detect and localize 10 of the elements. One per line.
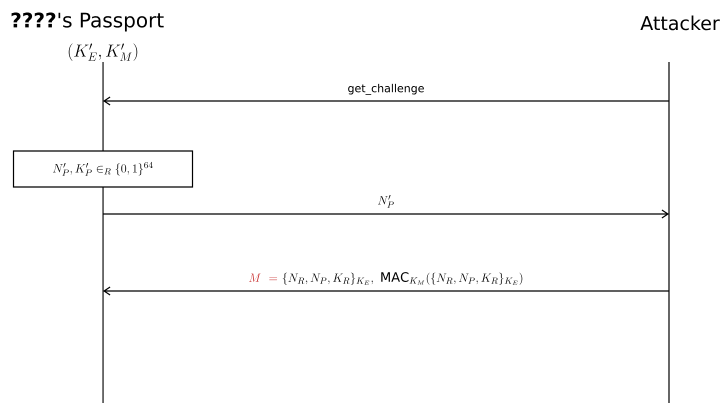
message-arrow xyxy=(103,286,669,296)
message-arrow xyxy=(103,96,669,106)
message-label: $N'_P$ xyxy=(378,195,394,208)
participant-name: ????'s Passport xyxy=(12,12,164,32)
key-formula: $(K'_E,K'_M)$ xyxy=(68,44,138,61)
process-box: $N'_P, K'_P \in_R \{0,1\}^{64}$ xyxy=(12,150,194,188)
message-arrow xyxy=(103,209,669,218)
message-label: ${\color[HTML]{C62828}M\ =}\ \{N_R, N_P, K_R\}_{K_E},\ \mathrm{MAC}_{K_M}(\{N_R, N_P, K_R\}_{K_E})$ xyxy=(249,272,522,285)
participant-name: Attacker xyxy=(640,16,720,30)
message-label: get_challenge xyxy=(348,84,424,95)
